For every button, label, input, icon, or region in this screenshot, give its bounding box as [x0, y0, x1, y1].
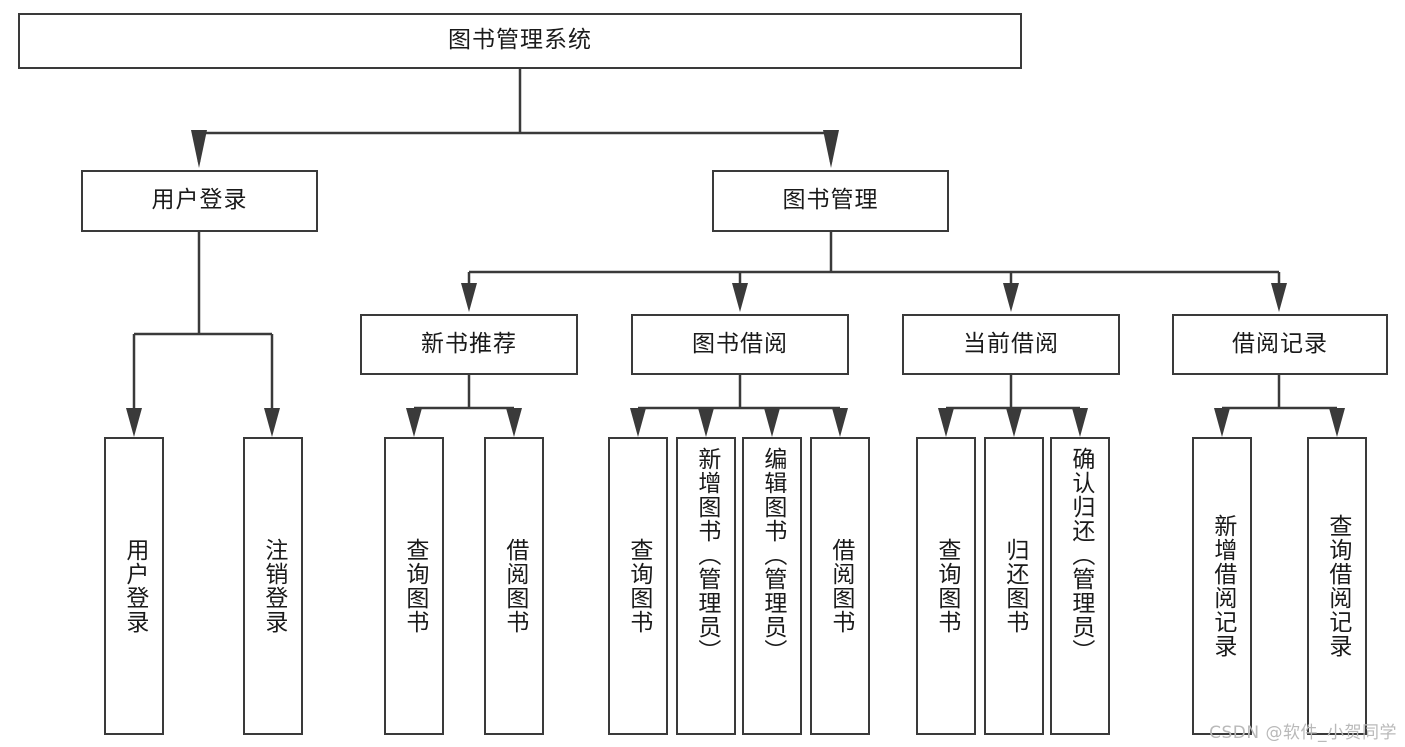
leaf-book-borrow-edit-book-admin[interactable]: 编辑图书（管理员）: [742, 437, 802, 735]
leaf-book-borrow-add-book-admin[interactable]: 新增图书（管理员）: [676, 437, 736, 735]
node-label: 查询图书: [933, 538, 960, 634]
node-label: 新书推荐: [421, 330, 517, 357]
leaf-borrow-record-add-record[interactable]: 新增借阅记录: [1192, 437, 1252, 735]
node-label: 图书管理: [782, 187, 879, 214]
node-borrow-record[interactable]: 借阅记录: [1172, 314, 1388, 375]
node-label: 借阅记录: [1232, 330, 1328, 357]
node-book-borrow[interactable]: 图书借阅: [631, 314, 849, 375]
node-root-book-management-system[interactable]: 图书管理系统: [18, 13, 1022, 69]
node-current-borrow[interactable]: 当前借阅: [902, 314, 1120, 375]
leaf-book-borrow-query-book[interactable]: 查询图书: [608, 437, 668, 735]
leaf-borrow-record-query-record[interactable]: 查询借阅记录: [1307, 437, 1367, 735]
node-label: 注销登录: [260, 538, 287, 634]
leaf-current-borrow-return-book[interactable]: 归还图书: [984, 437, 1044, 735]
node-label: 确认归还（管理员）: [1067, 447, 1094, 663]
node-label: 新增借阅记录: [1209, 514, 1236, 658]
leaf-book-borrow-borrow-book[interactable]: 借阅图书: [810, 437, 870, 735]
node-label: 编辑图书（管理员）: [759, 447, 786, 663]
node-label: 归还图书: [1001, 538, 1028, 634]
node-book-management[interactable]: 图书管理: [712, 170, 949, 232]
node-label: 用户登录: [151, 187, 248, 214]
node-label: 借阅图书: [827, 538, 854, 634]
node-label: 用户登录: [121, 538, 148, 634]
node-label: 图书借阅: [692, 330, 788, 357]
node-label: 图书管理系统: [448, 27, 592, 54]
leaf-current-borrow-query-book[interactable]: 查询图书: [916, 437, 976, 735]
node-new-book-recommend[interactable]: 新书推荐: [360, 314, 578, 375]
node-label: 新增图书（管理员）: [693, 447, 720, 663]
node-label: 查询借阅记录: [1324, 514, 1351, 658]
node-user-login[interactable]: 用户登录: [81, 170, 318, 232]
leaf-user-login-login[interactable]: 用户登录: [104, 437, 164, 735]
leaf-user-login-logout[interactable]: 注销登录: [243, 437, 303, 735]
node-label: 当前借阅: [963, 330, 1059, 357]
node-label: 查询图书: [625, 538, 652, 634]
leaf-new-book-query-book[interactable]: 查询图书: [384, 437, 444, 735]
leaf-new-book-borrow-book[interactable]: 借阅图书: [484, 437, 544, 735]
node-label: 查询图书: [401, 538, 428, 634]
watermark: CSDN @软件_小贺同学: [1209, 723, 1397, 743]
node-label: 借阅图书: [501, 538, 528, 634]
leaf-current-borrow-confirm-return-admin[interactable]: 确认归还（管理员）: [1050, 437, 1110, 735]
